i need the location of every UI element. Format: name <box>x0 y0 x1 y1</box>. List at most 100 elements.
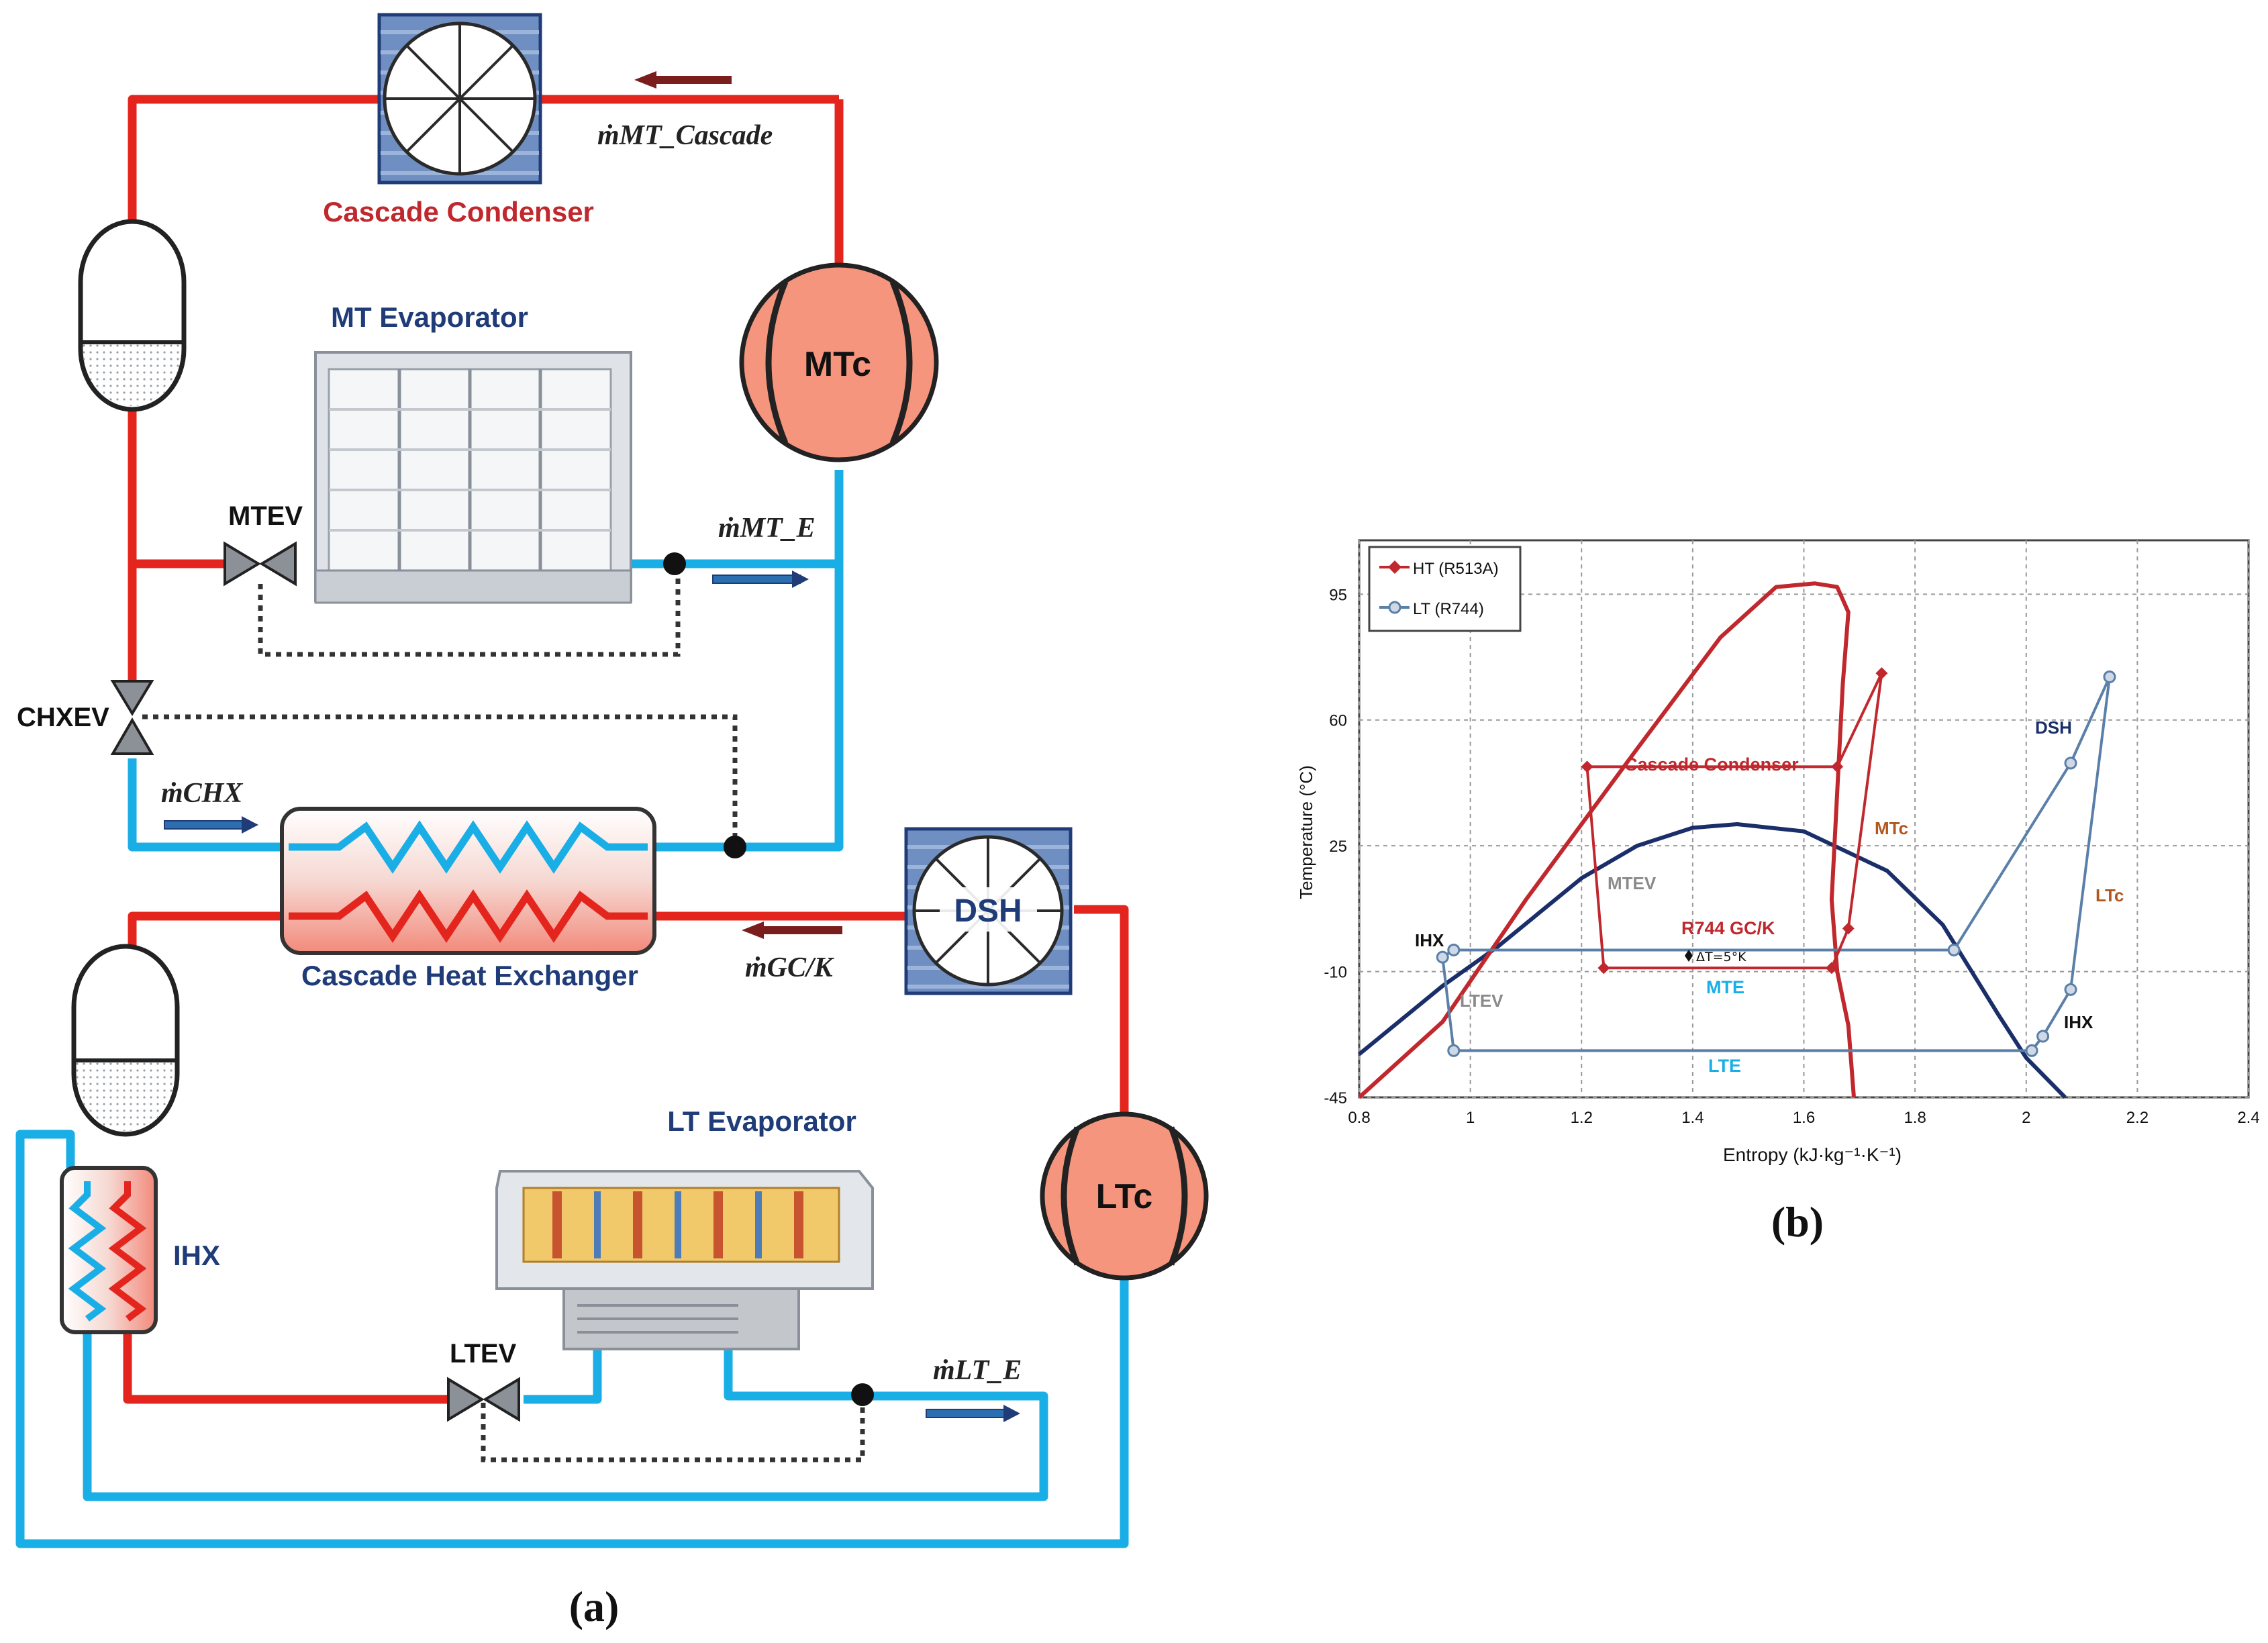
flow-arrow-lt-e <box>926 1405 1020 1422</box>
ht-cycle-point <box>1581 760 1593 773</box>
dsh-label: DSH <box>954 893 1022 929</box>
ht-cycle-point <box>1825 962 1838 975</box>
mt-display-case <box>314 351 632 604</box>
flow-label-gc-k: ṁGC/K <box>745 952 835 983</box>
ht-cycle-point <box>1831 760 1844 773</box>
x-tick-label: 1 <box>1466 1109 1475 1127</box>
flow-label-lt-e: ṁLT_E <box>933 1355 1022 1386</box>
mt-ev-label-text: MTEV <box>228 501 303 531</box>
receiver-tank-upper <box>78 219 187 412</box>
x-tick-label: 1.4 <box>1681 1109 1704 1127</box>
schematic: Cascade Condenser ṁMT_Cascade MTc MT Eva… <box>15 13 1209 1630</box>
annot-cascade-condenser: Cascade Condenser <box>1624 754 1799 775</box>
panel-b-label: (b) <box>1771 1198 1824 1246</box>
annot-ltc: LTc <box>2096 885 2124 905</box>
x-tick-label: 1.2 <box>1571 1109 1593 1127</box>
chart-x-axis-label: Entropy (kJ·kg⁻¹·K⁻¹) <box>1723 1144 1902 1165</box>
ht-cycle-point <box>1875 667 1888 680</box>
sensor-bulb-mt <box>663 552 686 575</box>
mt-evaporator-label: MT Evaporator <box>331 301 528 333</box>
lt-cycle-line <box>1441 675 2111 1052</box>
lt-compressor-label: LTc <box>1096 1177 1153 1216</box>
x-tick-label: 2.2 <box>2126 1109 2149 1127</box>
annot-mte: MTE <box>1706 977 1744 997</box>
lt-cycle-point <box>2036 1030 2050 1043</box>
ihx-label: IHX <box>173 1240 220 1271</box>
mt-compressor <box>739 262 939 462</box>
legend-label-ht: HT (R513A) <box>1413 560 1499 578</box>
y-tick-label: 60 <box>1329 712 1347 730</box>
flow-arrow-mt-e <box>712 570 809 588</box>
cascade-heat-exchanger <box>280 807 656 955</box>
lt-expansion-valve <box>447 1377 520 1422</box>
flow-arrow-mt-cascade <box>634 71 732 89</box>
delta-t-marker <box>1685 950 1693 962</box>
lt-evaporator-label: LT Evaporator <box>667 1105 856 1137</box>
cold-piping <box>15 470 1129 1548</box>
mt-compressor-label: MTc <box>804 345 871 384</box>
cascade-heat-exchanger-label: Cascade Heat Exchanger <box>301 960 638 991</box>
y-tick-label: -45 <box>1324 1089 1347 1107</box>
y-tick-label: 25 <box>1329 838 1347 856</box>
sensor-bulb-lt <box>851 1383 874 1406</box>
annot-mtc: MTc <box>1875 818 1908 838</box>
chart-plot-frame <box>1358 539 2250 1099</box>
legend-marker-lt <box>1388 601 1401 614</box>
x-tick-label: 1.8 <box>1904 1109 1926 1127</box>
lt-cycle-point <box>2103 670 2116 683</box>
flow-arrow-chx <box>164 816 258 834</box>
cascade-condenser-label: Cascade Condenser <box>323 196 594 228</box>
x-tick-label: 0.8 <box>1348 1109 1370 1127</box>
panel-a-label: (a) <box>569 1583 620 1630</box>
legend-marker-ht <box>1388 560 1401 574</box>
annot-ihx-left: IHX <box>1415 930 1444 950</box>
chx-ev-label: CHXEV <box>17 703 109 732</box>
legend-label-lt: LT (R744) <box>1413 600 1484 618</box>
lt-saturation-dome <box>1358 822 2067 1099</box>
ts-chart: 0.8 1 1.2 1.4 1.6 1.8 2 2.2 2.4 95 60 25 -10 -45 Temp… <box>1296 539 2260 1246</box>
ht-cycle-point <box>1597 962 1610 975</box>
receiver-tank-lower <box>71 944 180 1137</box>
annot-delta-t: ΔT=5°K <box>1696 950 1746 964</box>
y-tick-label: -10 <box>1324 964 1347 982</box>
annot-mtev: MTEV <box>1608 873 1657 893</box>
mt-ev-label: MTEV <box>228 501 303 531</box>
flow-arrow-gc-k <box>742 922 842 939</box>
annot-ltev: LTEV <box>1460 991 1503 1011</box>
lt-cycle-point <box>2064 756 2077 770</box>
lt-ev-label: LTEV <box>450 1339 517 1368</box>
lt-cycle-point <box>1436 950 1449 964</box>
cascade-condenser-unit <box>377 13 542 185</box>
chart-legend: HT (R513A) LT (R744) <box>1368 546 1522 632</box>
annot-ihx-right: IHX <box>2064 1012 2093 1032</box>
flow-label-mt-e: ṁMT_E <box>718 513 816 544</box>
chart-y-axis-label: Temperature (°C) <box>1296 765 1316 899</box>
ht-saturation-dome <box>1357 581 1856 1099</box>
flow-label-mt-cascade: ṁMT_Cascade <box>597 120 773 151</box>
x-tick-label: 2 <box>2022 1109 2030 1127</box>
lt-display-case <box>495 1170 874 1350</box>
ht-cycle-point <box>1842 922 1855 935</box>
lt-cycle-point <box>1947 943 1961 956</box>
control-lines <box>142 564 865 1462</box>
chart-ticks: 0.8 1 1.2 1.4 1.6 1.8 2 2.2 2.4 95 60 25 -10 -45 <box>1324 586 2259 1127</box>
flow-label-chx: ṁCHX <box>161 778 243 809</box>
annot-dsh: DSH <box>2035 717 2072 738</box>
lt-cycle-point <box>1447 1044 1461 1057</box>
lt-cycle-point <box>2025 1044 2038 1057</box>
x-tick-label: 1.6 <box>1793 1109 1815 1127</box>
mt-expansion-valve <box>224 541 297 587</box>
annot-lte: LTE <box>1708 1056 1741 1076</box>
dsh-unit <box>904 827 1073 995</box>
chx-expansion-valve <box>110 680 154 755</box>
y-tick-label: 95 <box>1329 586 1347 604</box>
x-tick-label: 2.4 <box>2237 1109 2259 1127</box>
annot-r744-gck: R744 GC/K <box>1681 918 1775 938</box>
lt-compressor <box>1040 1111 1209 1281</box>
ihx-unit <box>60 1166 158 1334</box>
lt-cycle-point <box>1447 943 1461 956</box>
lt-cycle-point <box>2064 983 2077 996</box>
chart-markers <box>1436 667 2116 1057</box>
sensor-bulb-chx <box>724 836 746 858</box>
